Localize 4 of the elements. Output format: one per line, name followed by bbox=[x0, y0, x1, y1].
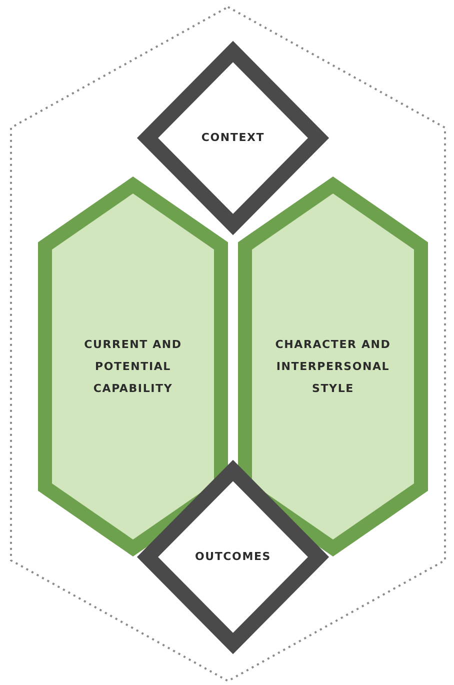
shape-label: CONTEXT bbox=[200, 130, 266, 146]
shape-label: OUTCOMES bbox=[194, 549, 272, 565]
shape-label: CURRENT AND POTENTIAL CAPABILITY bbox=[83, 336, 183, 396]
shape-label: CHARACTER AND INTERPERSONAL STYLE bbox=[274, 336, 392, 396]
